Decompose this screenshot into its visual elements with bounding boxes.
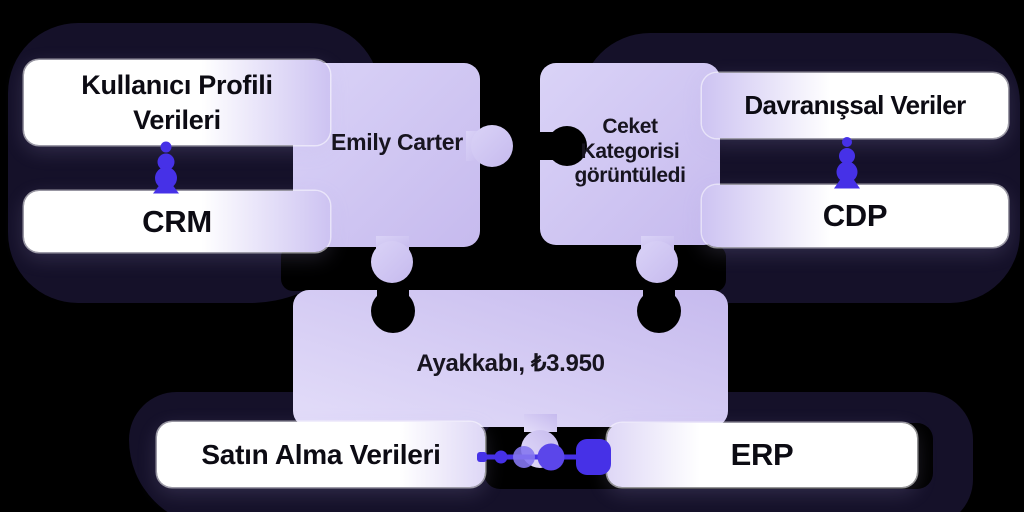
card-behavioral-label: Davranışsal Veriler — [744, 90, 966, 120]
card-erp: ERP — [607, 423, 917, 487]
card-erp-label: ERP — [730, 437, 794, 472]
piece-label-profile: Emily Carter — [331, 129, 463, 155]
card-crm-label: CRM — [142, 203, 212, 239]
connector-behavior-cdp — [834, 137, 860, 189]
puzzle-piece-profile — [293, 63, 513, 283]
puzzle-piece-behavior — [540, 63, 720, 283]
puzzle-notches-purchase — [371, 289, 681, 333]
puzzle-notch-behavior — [540, 126, 587, 166]
piece-label-behavior: Ceket Kategorisi görüntüledi — [574, 115, 686, 188]
piece-label-purchase: Ayakkabı, ₺3.950 — [416, 350, 605, 377]
card-crm: CRM — [24, 191, 330, 252]
connector-profile-crm — [153, 141, 179, 194]
card-user-profile-label: Kullanıcı Profili Verileri — [81, 69, 273, 135]
card-purchase-data: Satın Alma Verileri — [157, 422, 485, 487]
connector-purchase-erp — [477, 439, 611, 475]
card-cdp: CDP — [702, 185, 1008, 247]
card-user-profile-data: Kullanıcı Profili Verileri — [24, 60, 330, 145]
card-behavioral-data: Davranışsal Veriler — [702, 73, 1008, 138]
card-cdp-label: CDP — [822, 198, 888, 233]
card-purchase-label: Satın Alma Verileri — [201, 438, 441, 470]
